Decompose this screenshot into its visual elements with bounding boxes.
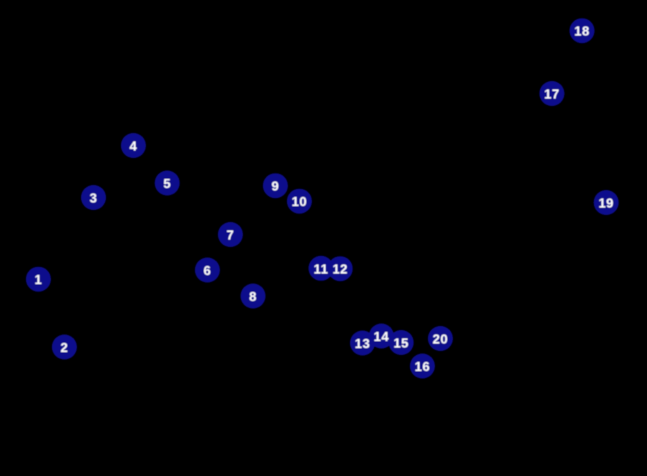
svg-text:1: 1 bbox=[35, 272, 43, 287]
svg-text:18: 18 bbox=[574, 24, 589, 39]
svg-text:20: 20 bbox=[433, 332, 448, 347]
svg-text:11: 11 bbox=[314, 261, 329, 276]
svg-text:13: 13 bbox=[355, 336, 370, 351]
svg-text:14: 14 bbox=[374, 329, 390, 344]
svg-text:16: 16 bbox=[415, 359, 430, 374]
svg-text:5: 5 bbox=[163, 176, 171, 191]
svg-text:9: 9 bbox=[272, 179, 280, 194]
svg-text:12: 12 bbox=[332, 262, 347, 277]
svg-text:8: 8 bbox=[249, 289, 257, 304]
svg-text:6: 6 bbox=[204, 263, 212, 278]
svg-text:19: 19 bbox=[598, 196, 613, 211]
svg-text:17: 17 bbox=[544, 87, 559, 102]
svg-text:3: 3 bbox=[90, 191, 98, 206]
svg-text:4: 4 bbox=[130, 139, 138, 154]
svg-text:2: 2 bbox=[61, 340, 69, 355]
svg-text:15: 15 bbox=[393, 336, 408, 351]
svg-text:7: 7 bbox=[227, 228, 235, 243]
svg-text:10: 10 bbox=[292, 194, 307, 209]
